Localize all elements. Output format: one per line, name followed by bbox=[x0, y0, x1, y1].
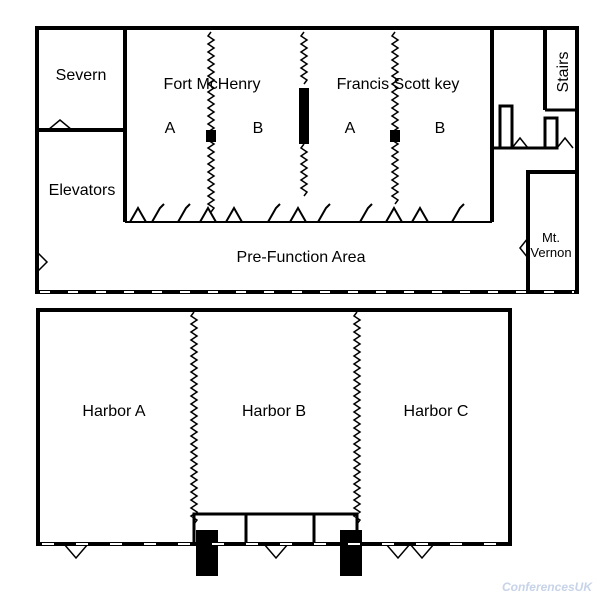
harbor-a-door[interactable] bbox=[63, 543, 89, 560]
stair-door-jamb-2 bbox=[543, 116, 559, 150]
mt-vernon-label-line2: Vernon bbox=[530, 245, 571, 260]
severn-door[interactable] bbox=[47, 119, 73, 131]
harbor-c-label: Harbor C bbox=[404, 403, 469, 420]
elevators-label: Elevators bbox=[49, 182, 116, 199]
air-wall-center bbox=[299, 31, 309, 85]
air-wall-harbor-bc bbox=[352, 311, 362, 525]
fort-mchenry-label: Fort McHenry bbox=[164, 76, 261, 93]
air-wall-stack bbox=[340, 530, 362, 576]
air-wall-stack bbox=[206, 130, 216, 142]
door[interactable] bbox=[289, 205, 307, 223]
door[interactable] bbox=[267, 203, 281, 223]
door[interactable] bbox=[129, 205, 147, 223]
section-b-label: B bbox=[435, 120, 446, 137]
lower-outer-wall bbox=[36, 308, 512, 546]
upper-outer-wall bbox=[35, 26, 579, 294]
conferencesuk-watermark: ConferencesUK bbox=[501, 580, 592, 594]
stair-door-2[interactable] bbox=[556, 136, 574, 149]
side-doors bbox=[36, 119, 574, 273]
pre-function-label: Pre-Function Area bbox=[237, 249, 366, 266]
door[interactable] bbox=[177, 203, 191, 223]
door[interactable] bbox=[151, 203, 165, 223]
severn-label: Severn bbox=[56, 67, 107, 84]
air-wall-francis-scott-key bbox=[390, 31, 400, 205]
air-wall-harbor-ab bbox=[189, 311, 199, 525]
storage-bay bbox=[192, 512, 359, 546]
section-a-label: A bbox=[165, 120, 176, 137]
upper-floor: Severn Fort McHenry Francis Scott key A … bbox=[35, 26, 579, 294]
door[interactable] bbox=[359, 203, 373, 223]
harbor-b-door[interactable] bbox=[263, 543, 289, 560]
mt-vernon-door[interactable] bbox=[519, 237, 529, 259]
section-a-label: A bbox=[345, 120, 356, 137]
door[interactable] bbox=[225, 205, 243, 223]
air-wall-stack-center bbox=[299, 88, 309, 144]
mt-vernon-label-line1: Mt. bbox=[542, 230, 560, 245]
harbor-doors bbox=[63, 542, 435, 560]
door[interactable] bbox=[411, 205, 429, 223]
elevator-door[interactable] bbox=[36, 251, 49, 273]
harbor-a-label: Harbor A bbox=[82, 403, 145, 420]
door[interactable] bbox=[317, 203, 331, 223]
air-wall-fort-mchenry bbox=[206, 31, 216, 213]
lower-floor: Harbor A Harbor B Harbor C bbox=[36, 308, 512, 576]
stairs-label: Stairs bbox=[555, 52, 572, 93]
air-wall-stack bbox=[196, 530, 218, 576]
ballroom-doors bbox=[129, 203, 465, 223]
harbor-c-door[interactable] bbox=[385, 542, 435, 560]
door[interactable] bbox=[385, 205, 403, 223]
harbor-b-label: Harbor B bbox=[242, 403, 306, 420]
door[interactable] bbox=[451, 203, 465, 223]
air-wall-stack-2 bbox=[390, 130, 400, 142]
door[interactable] bbox=[199, 205, 217, 223]
stair-door-jamb bbox=[498, 104, 514, 150]
francis-scott-key-label: Francis Scott key bbox=[337, 76, 460, 93]
section-b-label: B bbox=[253, 120, 264, 137]
air-wall-center-lower bbox=[299, 143, 309, 197]
stair-door[interactable] bbox=[511, 136, 529, 149]
